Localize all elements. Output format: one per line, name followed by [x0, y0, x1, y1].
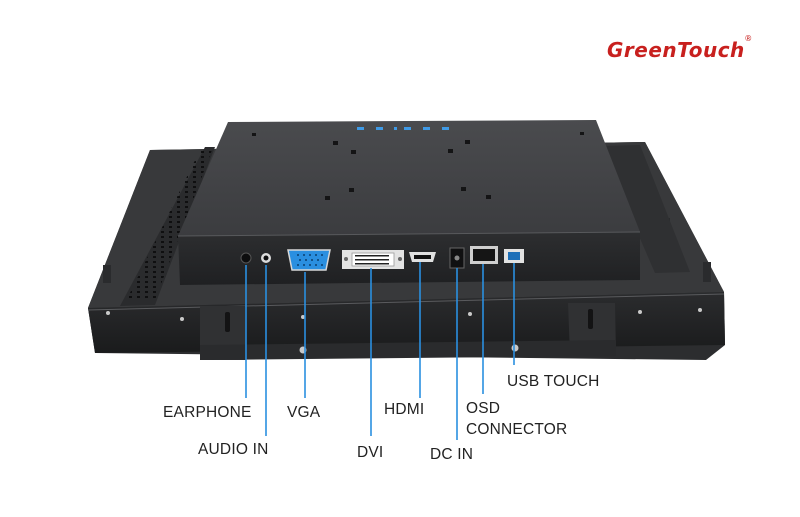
- leader-lines: [245, 262, 515, 440]
- label-earphone: EARPHONE: [163, 404, 252, 421]
- label-dvi: DVI: [357, 444, 384, 461]
- registered-mark: ®: [744, 34, 753, 43]
- label-osd-line2: CONNECTOR: [466, 421, 568, 438]
- port-audio-in: [261, 253, 271, 263]
- port-earphone: [240, 252, 252, 264]
- port-hdmi: [409, 252, 436, 262]
- port-osd-connector: [470, 246, 498, 264]
- label-usb-touch: USB TOUCH: [507, 373, 600, 390]
- brand-logo: GreenTouch ®: [607, 34, 752, 62]
- brand-name: GreenTouch: [607, 38, 745, 62]
- port-dc-in: [449, 247, 465, 269]
- label-audio-in: AUDIO IN: [198, 441, 269, 458]
- vent-grille-right: [600, 145, 690, 273]
- rear-housing-front: [178, 232, 640, 285]
- port-usb-touch: [504, 249, 524, 263]
- label-hdmi: HDMI: [384, 401, 425, 418]
- label-vga: VGA: [287, 404, 321, 421]
- rear-housing-top: [178, 120, 640, 236]
- label-osd-line1: OSD: [466, 400, 501, 417]
- label-dc-in: DC IN: [430, 446, 474, 463]
- port-vga: [287, 249, 331, 271]
- top-indicator-holes: [357, 127, 449, 130]
- port-dvi: [342, 250, 404, 269]
- vesa-mount-holes: [252, 132, 584, 200]
